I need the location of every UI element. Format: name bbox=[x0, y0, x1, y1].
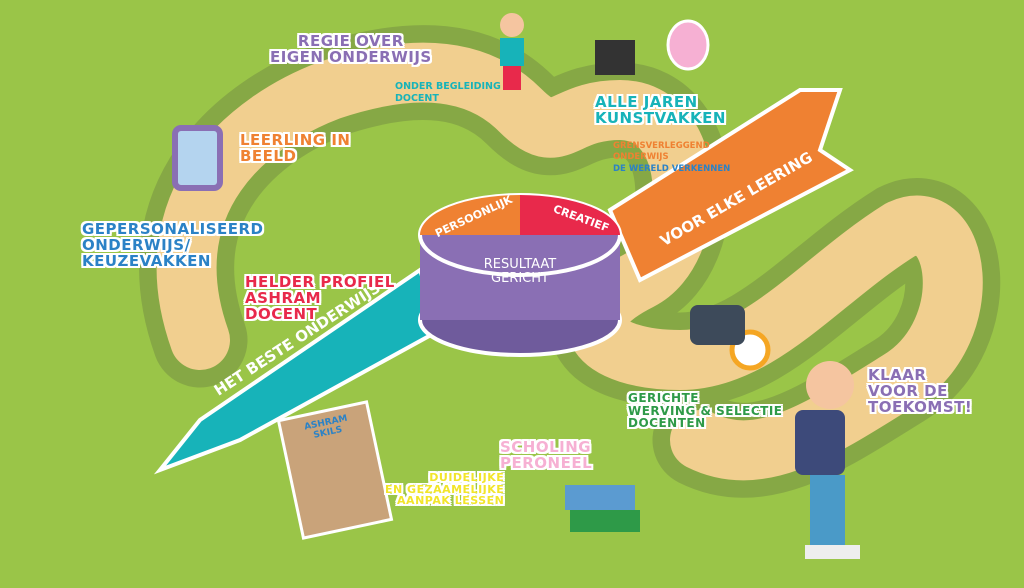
binoculars-icon bbox=[690, 305, 745, 345]
clipboard-icon bbox=[276, 400, 394, 540]
kunst-sub-line: GRENSVERLEGGEND bbox=[613, 141, 710, 151]
gep-line: GEPERSONALISEERD bbox=[82, 220, 264, 238]
regie-line: REGIE OVER bbox=[297, 32, 404, 50]
helder-line: HELDER PROFIEL bbox=[245, 273, 395, 291]
right-banner bbox=[607, 88, 854, 283]
mirror-icon bbox=[172, 125, 223, 191]
helder-line: ASHRAM bbox=[245, 288, 322, 307]
kunst-sub-line: ONDERWIJS bbox=[613, 151, 669, 162]
kunst-line: KUNSTVAKKEN bbox=[595, 108, 726, 127]
werving-line: DOCENTEN bbox=[628, 416, 706, 431]
klaar-line: TOEKOMST! bbox=[868, 397, 973, 416]
camera-icon bbox=[595, 40, 635, 75]
duidelijk-line: AANPAK LESSEN bbox=[397, 494, 505, 508]
duidelijk-line: EN GEZAAMELIJKE bbox=[385, 482, 505, 496]
werving-line: GERICHTE bbox=[628, 391, 699, 405]
mask-icon bbox=[666, 19, 710, 71]
teacher-figure bbox=[500, 13, 524, 90]
duidelijk-line: DUIDELIJKE bbox=[429, 471, 505, 484]
label-kunst-sub2: DE WERELD VERKENNEN bbox=[613, 164, 731, 174]
center-line-1: RESULTAAT bbox=[483, 257, 557, 272]
books-icon bbox=[565, 485, 635, 510]
regie-sub-line: DOCENT bbox=[395, 92, 439, 104]
klaar-line: VOOR DE bbox=[868, 381, 948, 400]
scholing-line: SCHOLING bbox=[500, 438, 592, 456]
student-figure bbox=[795, 361, 860, 559]
scholing-line: PERONEEL bbox=[500, 453, 593, 472]
regie-sub-line: ONDER BEGLEIDING bbox=[395, 81, 501, 92]
gep-line: ONDERWIJS/ bbox=[82, 235, 191, 254]
kunst-line: ALLE JAREN bbox=[595, 93, 698, 111]
helder-line: DOCENT bbox=[245, 304, 318, 323]
werving-line: WERVING & SELECTIE bbox=[628, 403, 783, 418]
gep-line: KEUZEVAKKEN bbox=[82, 251, 211, 270]
regie-line: EIGEN ONDERWIJS bbox=[270, 47, 432, 66]
center-line-2: GERICHT bbox=[491, 271, 549, 287]
leerling-line: BEELD bbox=[240, 146, 297, 165]
klaar-line: KLAAR bbox=[868, 366, 927, 384]
leerling-line: LEERLING IN bbox=[240, 131, 351, 149]
